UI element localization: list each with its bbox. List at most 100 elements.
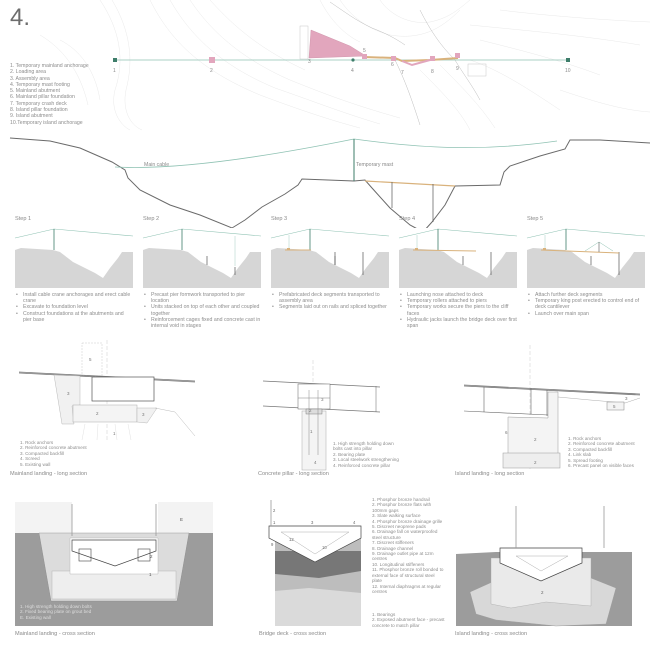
list-item: 2. Reinforced concrete abutment <box>20 445 87 451</box>
bridge-elevation: Main cable Temporary mast <box>9 137 650 233</box>
list-item: 1. Rock anchors <box>20 440 54 445</box>
list-item: 5. Spread footing <box>568 457 603 463</box>
list-item: 4. Link slab <box>568 452 592 458</box>
deck <box>540 249 620 254</box>
section-tag: 3 <box>311 520 314 525</box>
marker-9 <box>455 53 460 58</box>
deck <box>364 180 456 187</box>
marker-label: 8 <box>431 69 434 75</box>
step-diagram <box>14 228 134 288</box>
step-bullet: Excavate to foundation level <box>16 304 133 310</box>
list-item: steel structure <box>372 534 401 540</box>
list-item: 1. Bearings <box>372 612 396 617</box>
contour-lines <box>39 0 650 131</box>
section-tag: 5 <box>89 357 92 362</box>
step-label: Step 2 <box>143 216 160 222</box>
section-tag: 4 <box>353 520 356 525</box>
step-label: Step 4 <box>399 216 416 222</box>
island-long-section: 2 2 3 5 6 <box>463 345 641 470</box>
list-item: 1. High strength holding down bolts <box>20 604 92 609</box>
marker-6 <box>391 56 396 61</box>
section-tag: 3 <box>142 412 145 417</box>
step-bullet: Precast pier formwork transported to pie… <box>144 292 261 304</box>
section-tag: 1 <box>149 572 152 577</box>
section-tag: 2 <box>541 590 544 595</box>
island-cross-section: 2 <box>456 506 632 627</box>
section-tag: 10 <box>322 545 327 550</box>
step-diagram <box>526 228 646 288</box>
marker-2 <box>209 57 215 63</box>
ground <box>15 248 133 288</box>
step-bullet: Launching nose attached to deck <box>400 292 517 298</box>
ground <box>143 248 261 288</box>
step-bullet: Temporary works secure the piers to the … <box>400 304 517 316</box>
ground <box>527 248 645 288</box>
deck <box>412 249 477 252</box>
marker-label: 3 <box>308 59 311 65</box>
section-tag: 2 <box>96 411 99 416</box>
section-tag: 2 <box>534 460 537 465</box>
list-item: 4. Phosphor bronze drainage grille <box>372 518 443 524</box>
section-tag: 1 <box>273 520 276 525</box>
temporary-mast-label: Temporary mast <box>356 162 394 168</box>
list-item: 9. Drainage outlet pipe at 12m <box>372 551 434 557</box>
mainland-cross-title: Mainland landing - cross section <box>15 631 95 637</box>
list-item: 4. Reinforced concrete pillar <box>333 462 391 468</box>
marker-label: 5 <box>363 48 366 54</box>
marker-label: 4 <box>351 68 354 74</box>
section-tag: 6 <box>505 430 508 435</box>
step-label: Step 3 <box>271 216 288 222</box>
list-item: external face of structural steel <box>372 572 435 578</box>
section-tag: 1 <box>113 431 116 436</box>
step-label: Step 5 <box>527 216 544 222</box>
section-tag: 1 <box>310 429 313 434</box>
step-bullets: Prefabricated deck segments transported … <box>271 292 389 311</box>
deck-cross-title: Bridge deck - cross section <box>259 631 327 637</box>
list-item: 1. High strength holding down <box>333 441 394 446</box>
list-item: 10. Longitudinal stiffeners <box>372 561 425 567</box>
step-bullet: Construct foundations at the abutments a… <box>16 311 133 323</box>
list-item: 2. Phosphor bronze flats with <box>372 502 432 508</box>
list-item: 2. Bearing plate <box>333 451 366 457</box>
step-bullet: Segments laid out on rails and spliced t… <box>272 304 389 310</box>
list-item: 12. Internal diaphragms at regular <box>372 583 441 589</box>
step-label: Step 1 <box>15 216 32 222</box>
list-item: 3. Slate walking surface <box>372 513 421 519</box>
list-item: E. Existing wall <box>20 614 51 620</box>
list-item: concrete to match pillar <box>372 622 420 628</box>
ground <box>271 248 389 288</box>
marker-label: 10 <box>565 68 571 74</box>
island-cross-title: Island landing - cross section <box>455 631 528 637</box>
step-bullet: Units stacked on top of each other and c… <box>144 304 261 316</box>
marker-5 <box>362 54 367 59</box>
section-tag: 3 <box>625 396 628 401</box>
section-tag: 3 <box>67 391 70 396</box>
mainland-long-section: 5 3 2 3 1 <box>18 340 196 441</box>
step-bullet: Attach further deck segments <box>528 292 645 298</box>
step-bullets: Attach further deck segmentsTemporary ki… <box>527 292 645 317</box>
list-item: 2. Reinforced concrete abutment <box>568 441 635 447</box>
marker-label: 6 <box>391 62 394 68</box>
section-tag: 2 <box>273 508 276 513</box>
marker-label: 2 <box>210 68 213 74</box>
list-item: 1. Rock anchors <box>568 436 602 441</box>
island-long-title: Island landing - long section <box>455 471 525 477</box>
list-item: 3. Local steelwork strengthening <box>333 457 399 463</box>
list-item: 6. Mainland pillar foundation <box>10 94 75 101</box>
step-bullet: Hydraulic jacks launch the bridge deck o… <box>400 317 517 329</box>
mainland-long-title: Mainland landing - long section <box>10 471 88 477</box>
step-bullet: Reinforcement cages fixed and concrete c… <box>144 317 261 329</box>
marker-1 <box>113 58 117 62</box>
section-tag: 4 <box>314 460 317 465</box>
pillar-long-notes: 1. High strength holding down bolts cast… <box>333 441 399 468</box>
marker-label: 1 <box>113 68 116 74</box>
section-tag: 3 <box>321 397 324 402</box>
deck-cross-section: 1 2 3 10 12 9 4 <box>268 500 362 626</box>
list-item: 5. Mainland abutment <box>10 88 60 95</box>
step-bullet: Launch over main span <box>528 311 645 317</box>
section-tag: 9 <box>271 542 274 547</box>
